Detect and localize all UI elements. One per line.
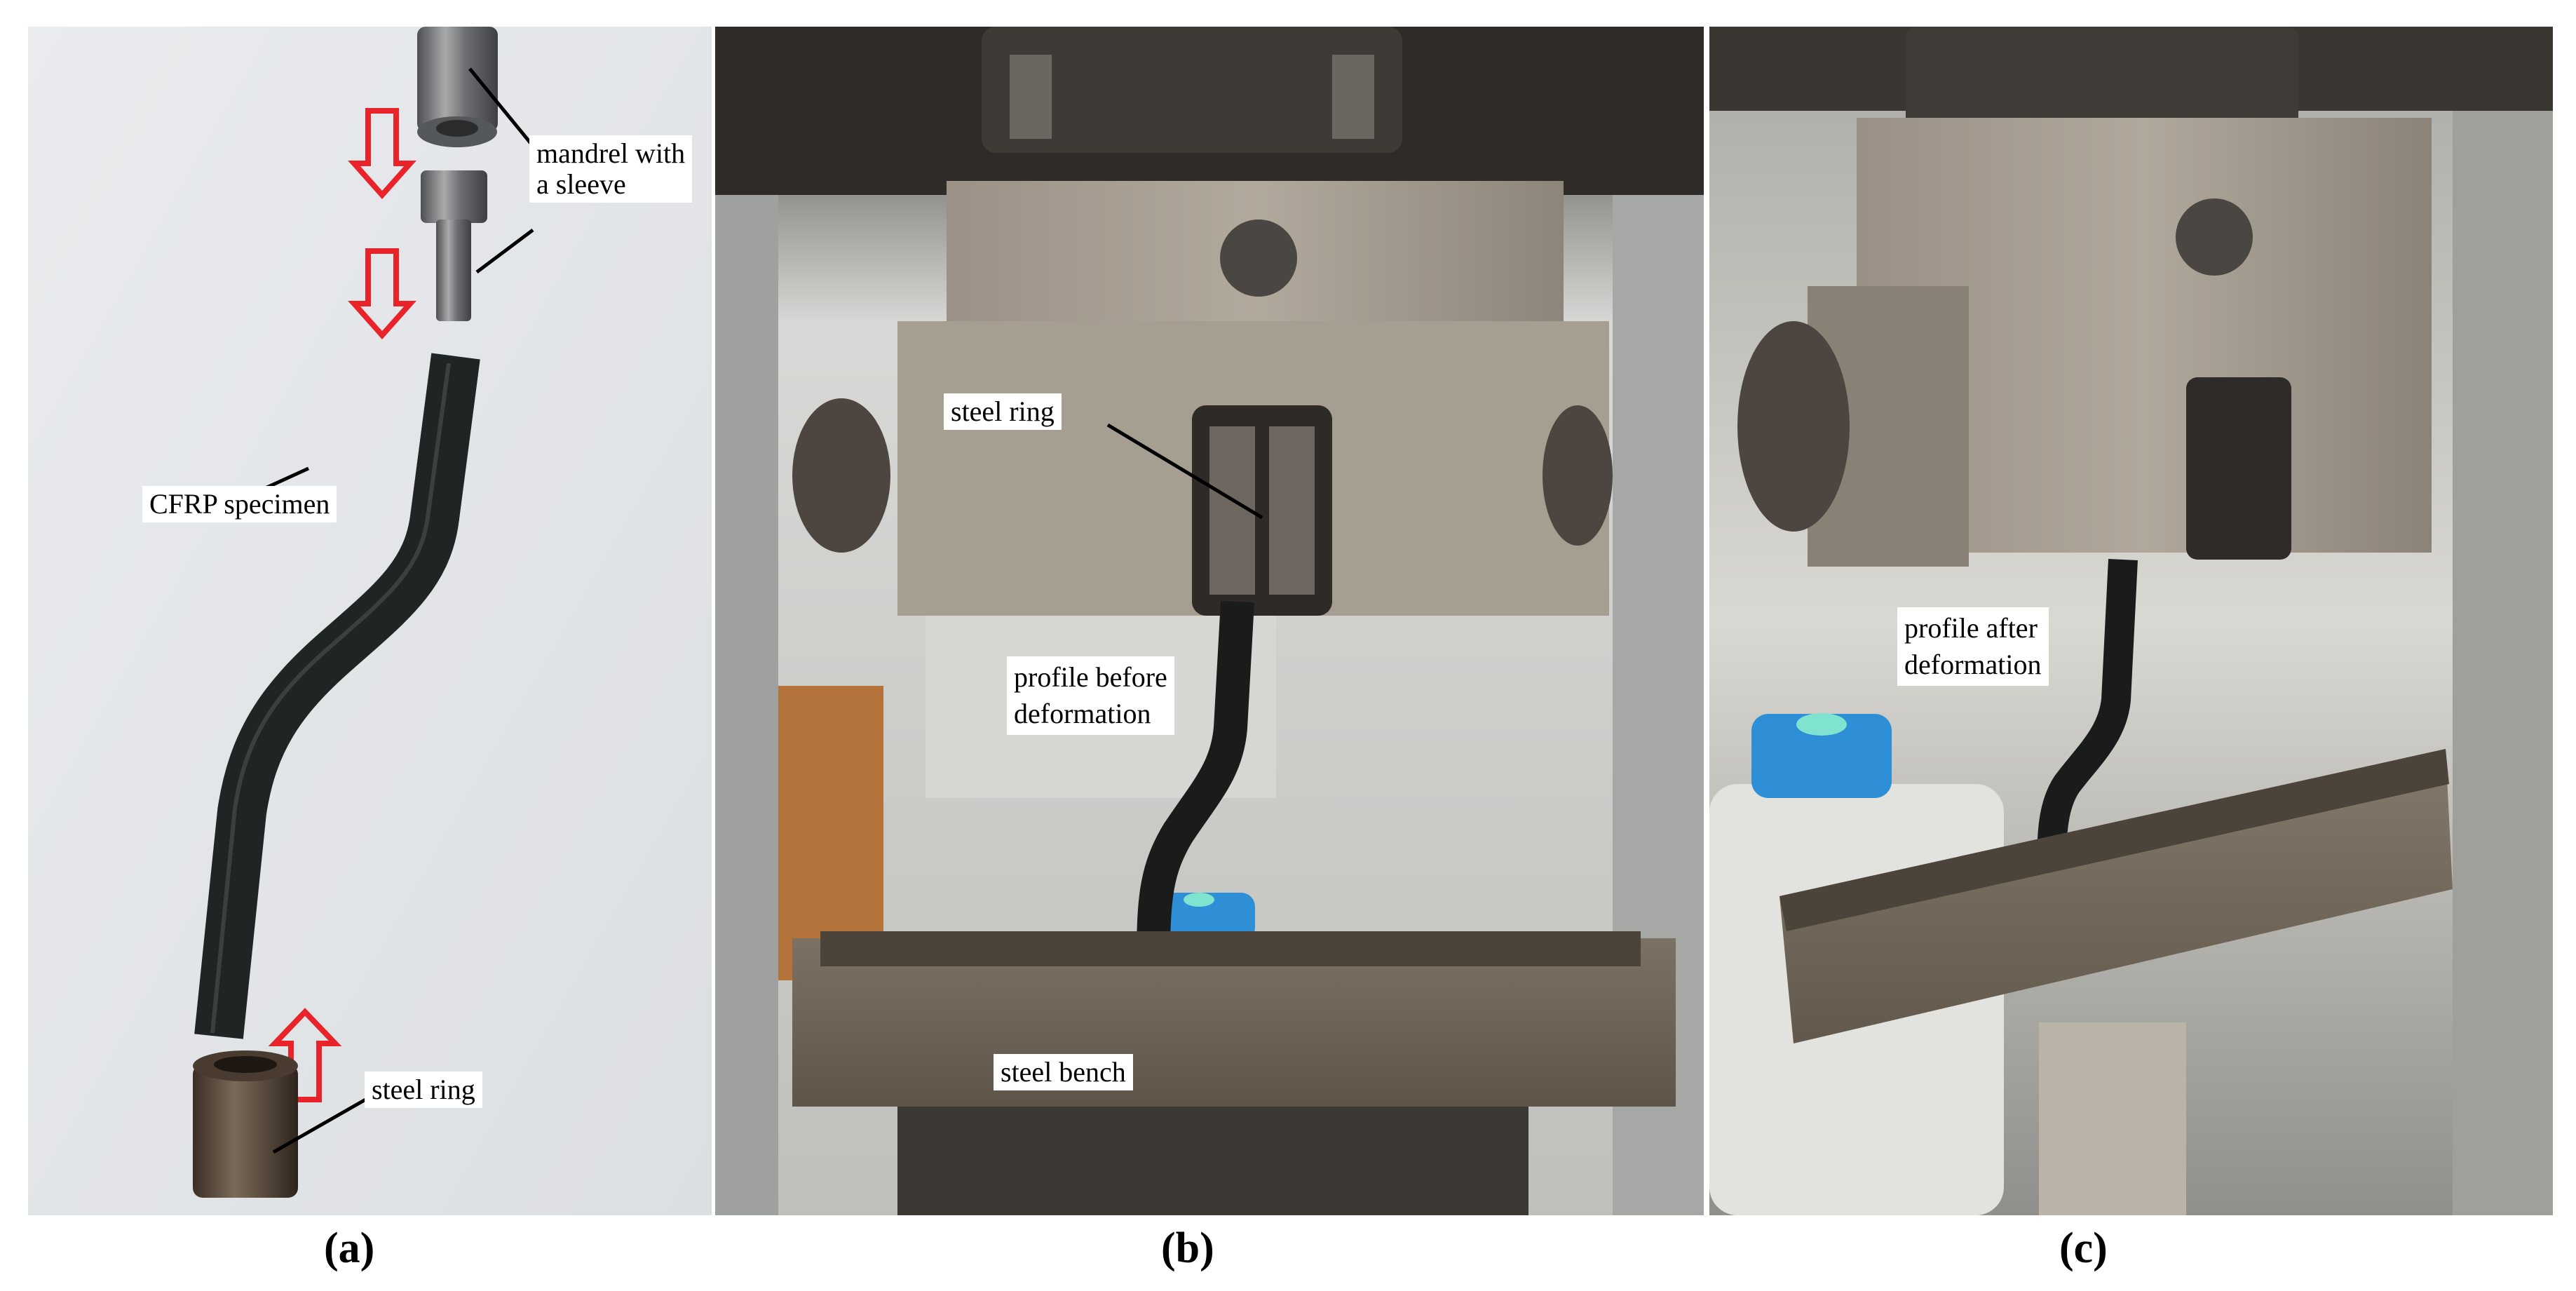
label-steel-ring-b: steel ring — [944, 393, 1062, 430]
caption-a: (a) — [324, 1224, 375, 1272]
label-steel-ring-a: steel ring — [365, 1072, 482, 1108]
label-profile-after: profile after deformation — [1897, 607, 2049, 686]
cfrp-profile-before — [1137, 600, 1254, 960]
caption-b: (b) — [1161, 1224, 1214, 1272]
label-steel-bench: steel bench — [994, 1054, 1133, 1090]
mandrel-sleeve-top — [417, 27, 498, 132]
cfrp-specimen — [194, 353, 480, 1039]
steel-ring — [193, 1064, 298, 1198]
label-profile-before: profile before deformation — [1007, 656, 1174, 735]
mandrel-pin — [436, 219, 471, 321]
down-arrow-icon — [348, 108, 416, 200]
up-arrow-icon — [268, 1008, 342, 1102]
panel-b-photo: steel ring profile before deformation st… — [715, 27, 1704, 1215]
label-cfrp-specimen: CFRP specimen — [142, 486, 337, 522]
caption-c: (c) — [2059, 1224, 2108, 1272]
cfrp-profile-after — [2037, 558, 2138, 869]
panel-a-photo: mandrel with a sleeve CFRP specimen stee… — [28, 27, 712, 1215]
steel-bench-c — [1780, 749, 2453, 1043]
label-mandrel-with-sleeve: mandrel with a sleeve — [529, 135, 693, 203]
panel-c-photo: profile after deformation — [1709, 27, 2553, 1215]
down-arrow-icon — [348, 248, 416, 340]
